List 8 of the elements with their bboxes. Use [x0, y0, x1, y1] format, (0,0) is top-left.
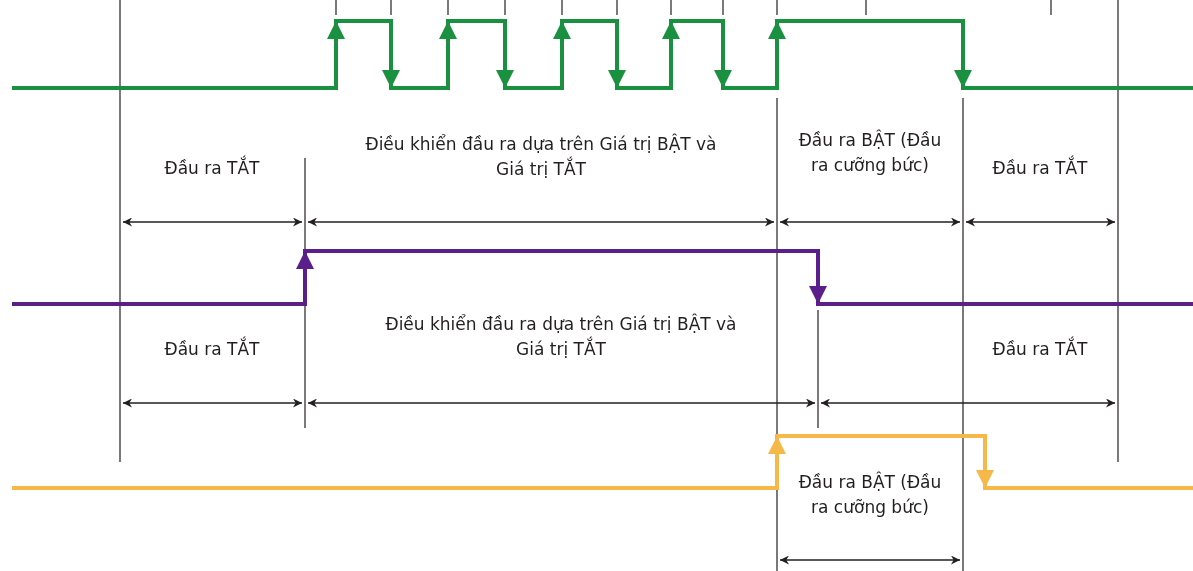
period-label: Điều khiển đầu ra dựa trên Giá trị BẬT và Giá trị TẮT: [364, 132, 718, 181]
period-label: Điều khiển đầu ra dựa trên Giá trị BẬT và Giá trị TẮT: [384, 312, 738, 361]
period-label: Đầu ra TẮT: [127, 156, 297, 181]
period-label: Đầu ra TẮT: [965, 337, 1115, 362]
period-label: Đầu ra TẮT: [127, 337, 297, 362]
period-label: Đầu ra BẬT (Đầu ra cưỡng bức): [797, 470, 943, 519]
period-label: Đầu ra TẮT: [965, 156, 1115, 181]
period-label: Đầu ra BẬT (Đầu ra cưỡng bức): [797, 128, 943, 177]
